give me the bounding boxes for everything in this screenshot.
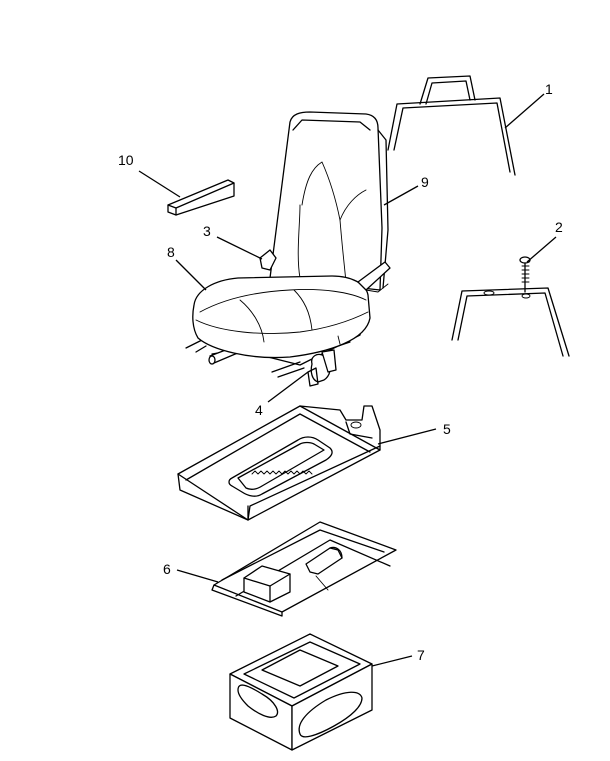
part-7-riser-box xyxy=(229,633,373,751)
leader-4 xyxy=(267,371,309,403)
callout-10: 10 xyxy=(118,152,134,168)
part-1-headrest-frame xyxy=(387,75,516,176)
callout-8: 8 xyxy=(167,244,175,260)
callout-4: 4 xyxy=(255,402,263,418)
part-5-seat-plate xyxy=(177,405,381,521)
callout-7: 7 xyxy=(417,647,425,663)
callout-5: 5 xyxy=(443,421,451,437)
leader-5 xyxy=(377,428,437,445)
leader-6 xyxy=(176,569,219,583)
leader-1 xyxy=(504,93,545,129)
callout-2: 2 xyxy=(555,219,563,235)
leader-lines xyxy=(138,93,557,667)
leader-7 xyxy=(371,655,413,667)
leader-8 xyxy=(175,259,207,291)
part-10-armrest-pad xyxy=(167,179,235,216)
callout-3: 3 xyxy=(203,223,211,239)
leader-2 xyxy=(526,236,557,263)
leader-10 xyxy=(138,170,181,198)
leader-3 xyxy=(216,236,263,260)
callout-6: 6 xyxy=(163,561,171,577)
leader-9 xyxy=(383,185,419,206)
callout-9: 9 xyxy=(421,174,429,190)
callout-labels: 1 2 3 4 5 6 7 8 9 10 xyxy=(118,81,563,663)
part-2-screw-and-bracket xyxy=(451,256,570,357)
seat-assembly xyxy=(185,111,391,387)
callout-1: 1 xyxy=(545,81,553,97)
part-6-base-plate xyxy=(211,521,397,617)
